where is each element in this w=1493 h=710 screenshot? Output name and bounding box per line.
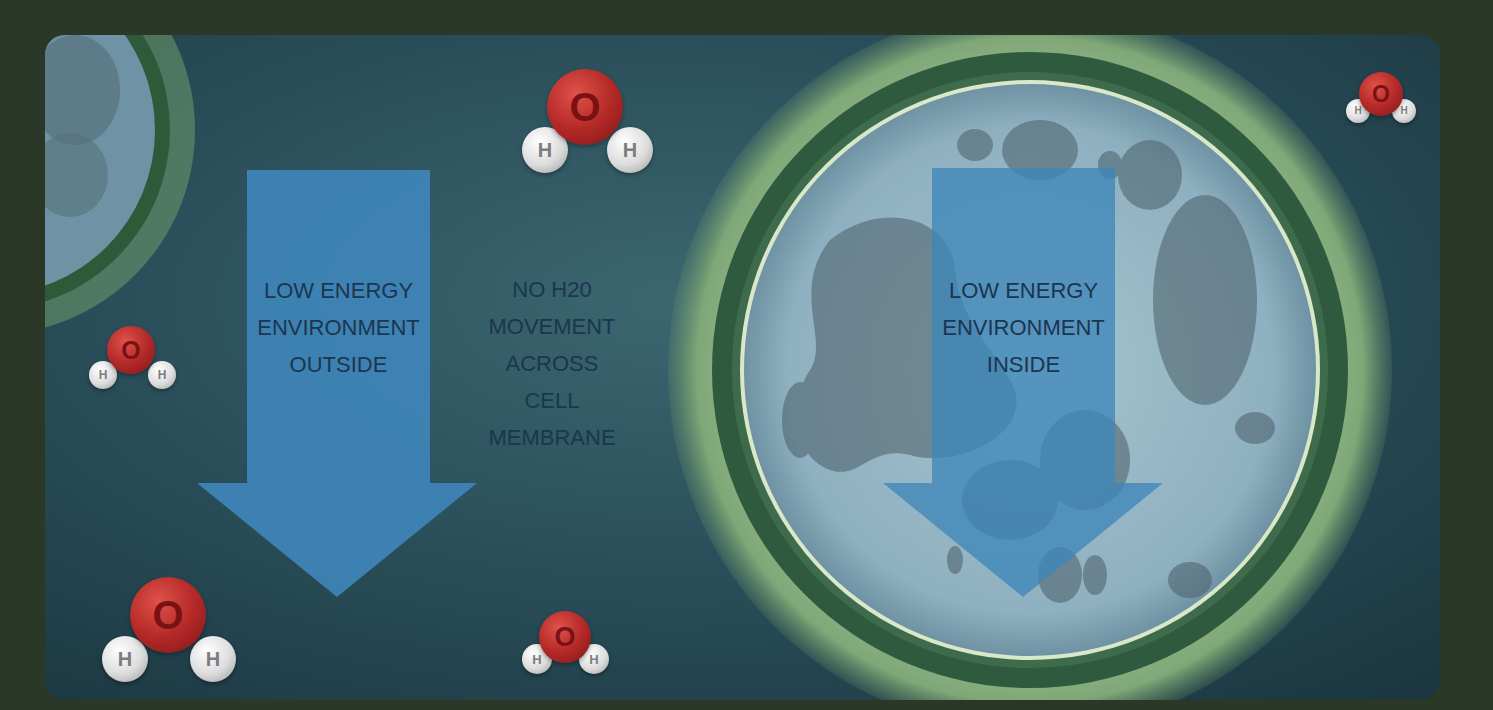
oxygen-atom: O (539, 611, 591, 663)
atom-symbol: H (1354, 106, 1361, 116)
atom-symbol: O (554, 624, 575, 651)
hydrogen-atom: H (190, 636, 236, 682)
oxygen-atom: O (1359, 72, 1403, 116)
arrow-shape: LOW ENERGY ENVIRONMENT OUTSIDE (197, 170, 477, 597)
oxygen-atom: O (130, 577, 206, 653)
hydrogen-atom: H (148, 361, 176, 389)
hydrogen-atom: H (102, 636, 148, 682)
oxygen-atom: O (107, 326, 155, 374)
atom-symbol: H (158, 369, 167, 381)
atom-symbol: H (589, 653, 598, 666)
arrow-shape: LOW ENERGY ENVIRONMENT INSIDE (883, 168, 1163, 597)
atom-symbol: H (623, 140, 637, 160)
atom-symbol: O (1372, 83, 1390, 106)
atom-symbol: H (118, 649, 132, 669)
atom-symbol: H (538, 140, 552, 160)
atom-symbol: H (532, 653, 541, 666)
atom-symbol: O (569, 87, 600, 127)
atom-symbol: H (206, 649, 220, 669)
hydrogen-atom: H (607, 127, 653, 173)
atom-symbol: H (99, 369, 108, 381)
oxygen-atom: O (547, 69, 623, 145)
arrow-outline (883, 168, 1163, 597)
atom-symbol: O (152, 595, 183, 635)
arrow-caption: LOW ENERGY ENVIRONMENT INSIDE (938, 272, 1109, 383)
atom-symbol: O (121, 338, 140, 363)
annotation-label: NO H20 MOVEMENT ACROSS CELL MEMBRANE (477, 271, 627, 456)
arrow-caption: LOW ENERGY ENVIRONMENT OUTSIDE (253, 272, 424, 383)
atom-symbol: H (1400, 106, 1407, 116)
arrow-outline (197, 170, 477, 597)
